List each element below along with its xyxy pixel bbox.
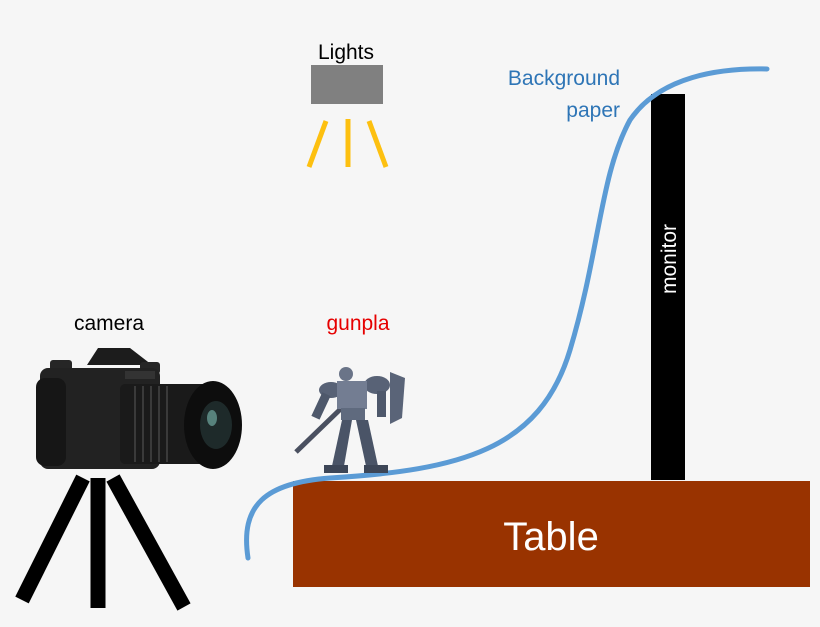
monitor-label: monitor xyxy=(658,224,681,294)
robot-leg-right xyxy=(356,420,378,466)
robot-arm-right xyxy=(377,391,386,417)
lights-label: Lights xyxy=(318,41,374,64)
tripod-leg-left xyxy=(15,474,90,604)
camera-icon xyxy=(36,348,242,469)
light-rays xyxy=(306,119,389,168)
table-shape xyxy=(293,481,810,587)
background-paper-label-line2: paper xyxy=(566,99,620,122)
camera-grip xyxy=(36,378,66,466)
light-box-icon xyxy=(311,65,383,104)
robot-shoulder-right xyxy=(364,376,390,394)
background-paper-curve xyxy=(244,66,770,561)
robot-leg-left xyxy=(332,420,352,466)
robot-foot-right xyxy=(364,465,388,473)
table-label: Table xyxy=(503,515,599,559)
robot-shield xyxy=(390,372,405,424)
camera-lens-reflection xyxy=(207,410,217,426)
background-paper-label-line1: Background xyxy=(508,67,620,90)
tripod xyxy=(15,474,191,611)
camera-lens-glass xyxy=(200,401,232,449)
robot-head xyxy=(339,367,353,381)
tripod-leg-right xyxy=(106,474,191,611)
camera-label: camera xyxy=(74,312,144,335)
light-ray-right xyxy=(366,120,389,168)
robot-arm-left xyxy=(311,392,331,420)
gunpla-label: gunpla xyxy=(326,312,389,335)
robot-foot-left xyxy=(324,465,348,473)
robot-waist xyxy=(341,408,365,420)
lens-focus-ring xyxy=(134,386,168,462)
camera-viewfinder xyxy=(87,348,152,365)
robot-figure-icon xyxy=(294,367,405,473)
robot-torso xyxy=(337,381,367,409)
light-ray-left xyxy=(306,120,329,168)
camera-brand-plate xyxy=(125,371,155,379)
monitor-shape xyxy=(651,94,685,480)
